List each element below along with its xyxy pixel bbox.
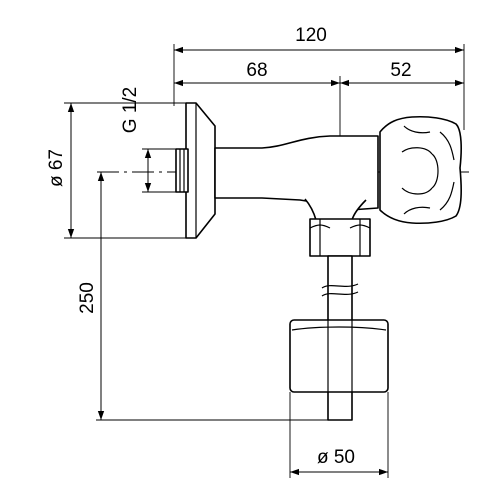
dim-text-flange-diameter: ø 67 [46, 149, 67, 187]
threaded-connector [175, 148, 189, 193]
dimension-lines [67, 46, 464, 476]
valve-body [175, 102, 462, 421]
break-mark [321, 283, 359, 289]
dim-text-overall-length: 120 [295, 25, 327, 46]
body-pipe [214, 135, 379, 211]
dim-text-flange-to-axis: 68 [246, 60, 267, 81]
handle-knob [379, 115, 462, 225]
spout-neck [304, 198, 367, 221]
dim-text-height: 250 [77, 282, 98, 314]
dim-text-axis-to-handle: 52 [390, 60, 411, 81]
wall-flange [185, 102, 216, 239]
dim-text-float-diameter: ø 50 [317, 447, 355, 468]
dim-text-thread: G 1/2 [120, 87, 141, 133]
float-cylinder [289, 319, 389, 393]
